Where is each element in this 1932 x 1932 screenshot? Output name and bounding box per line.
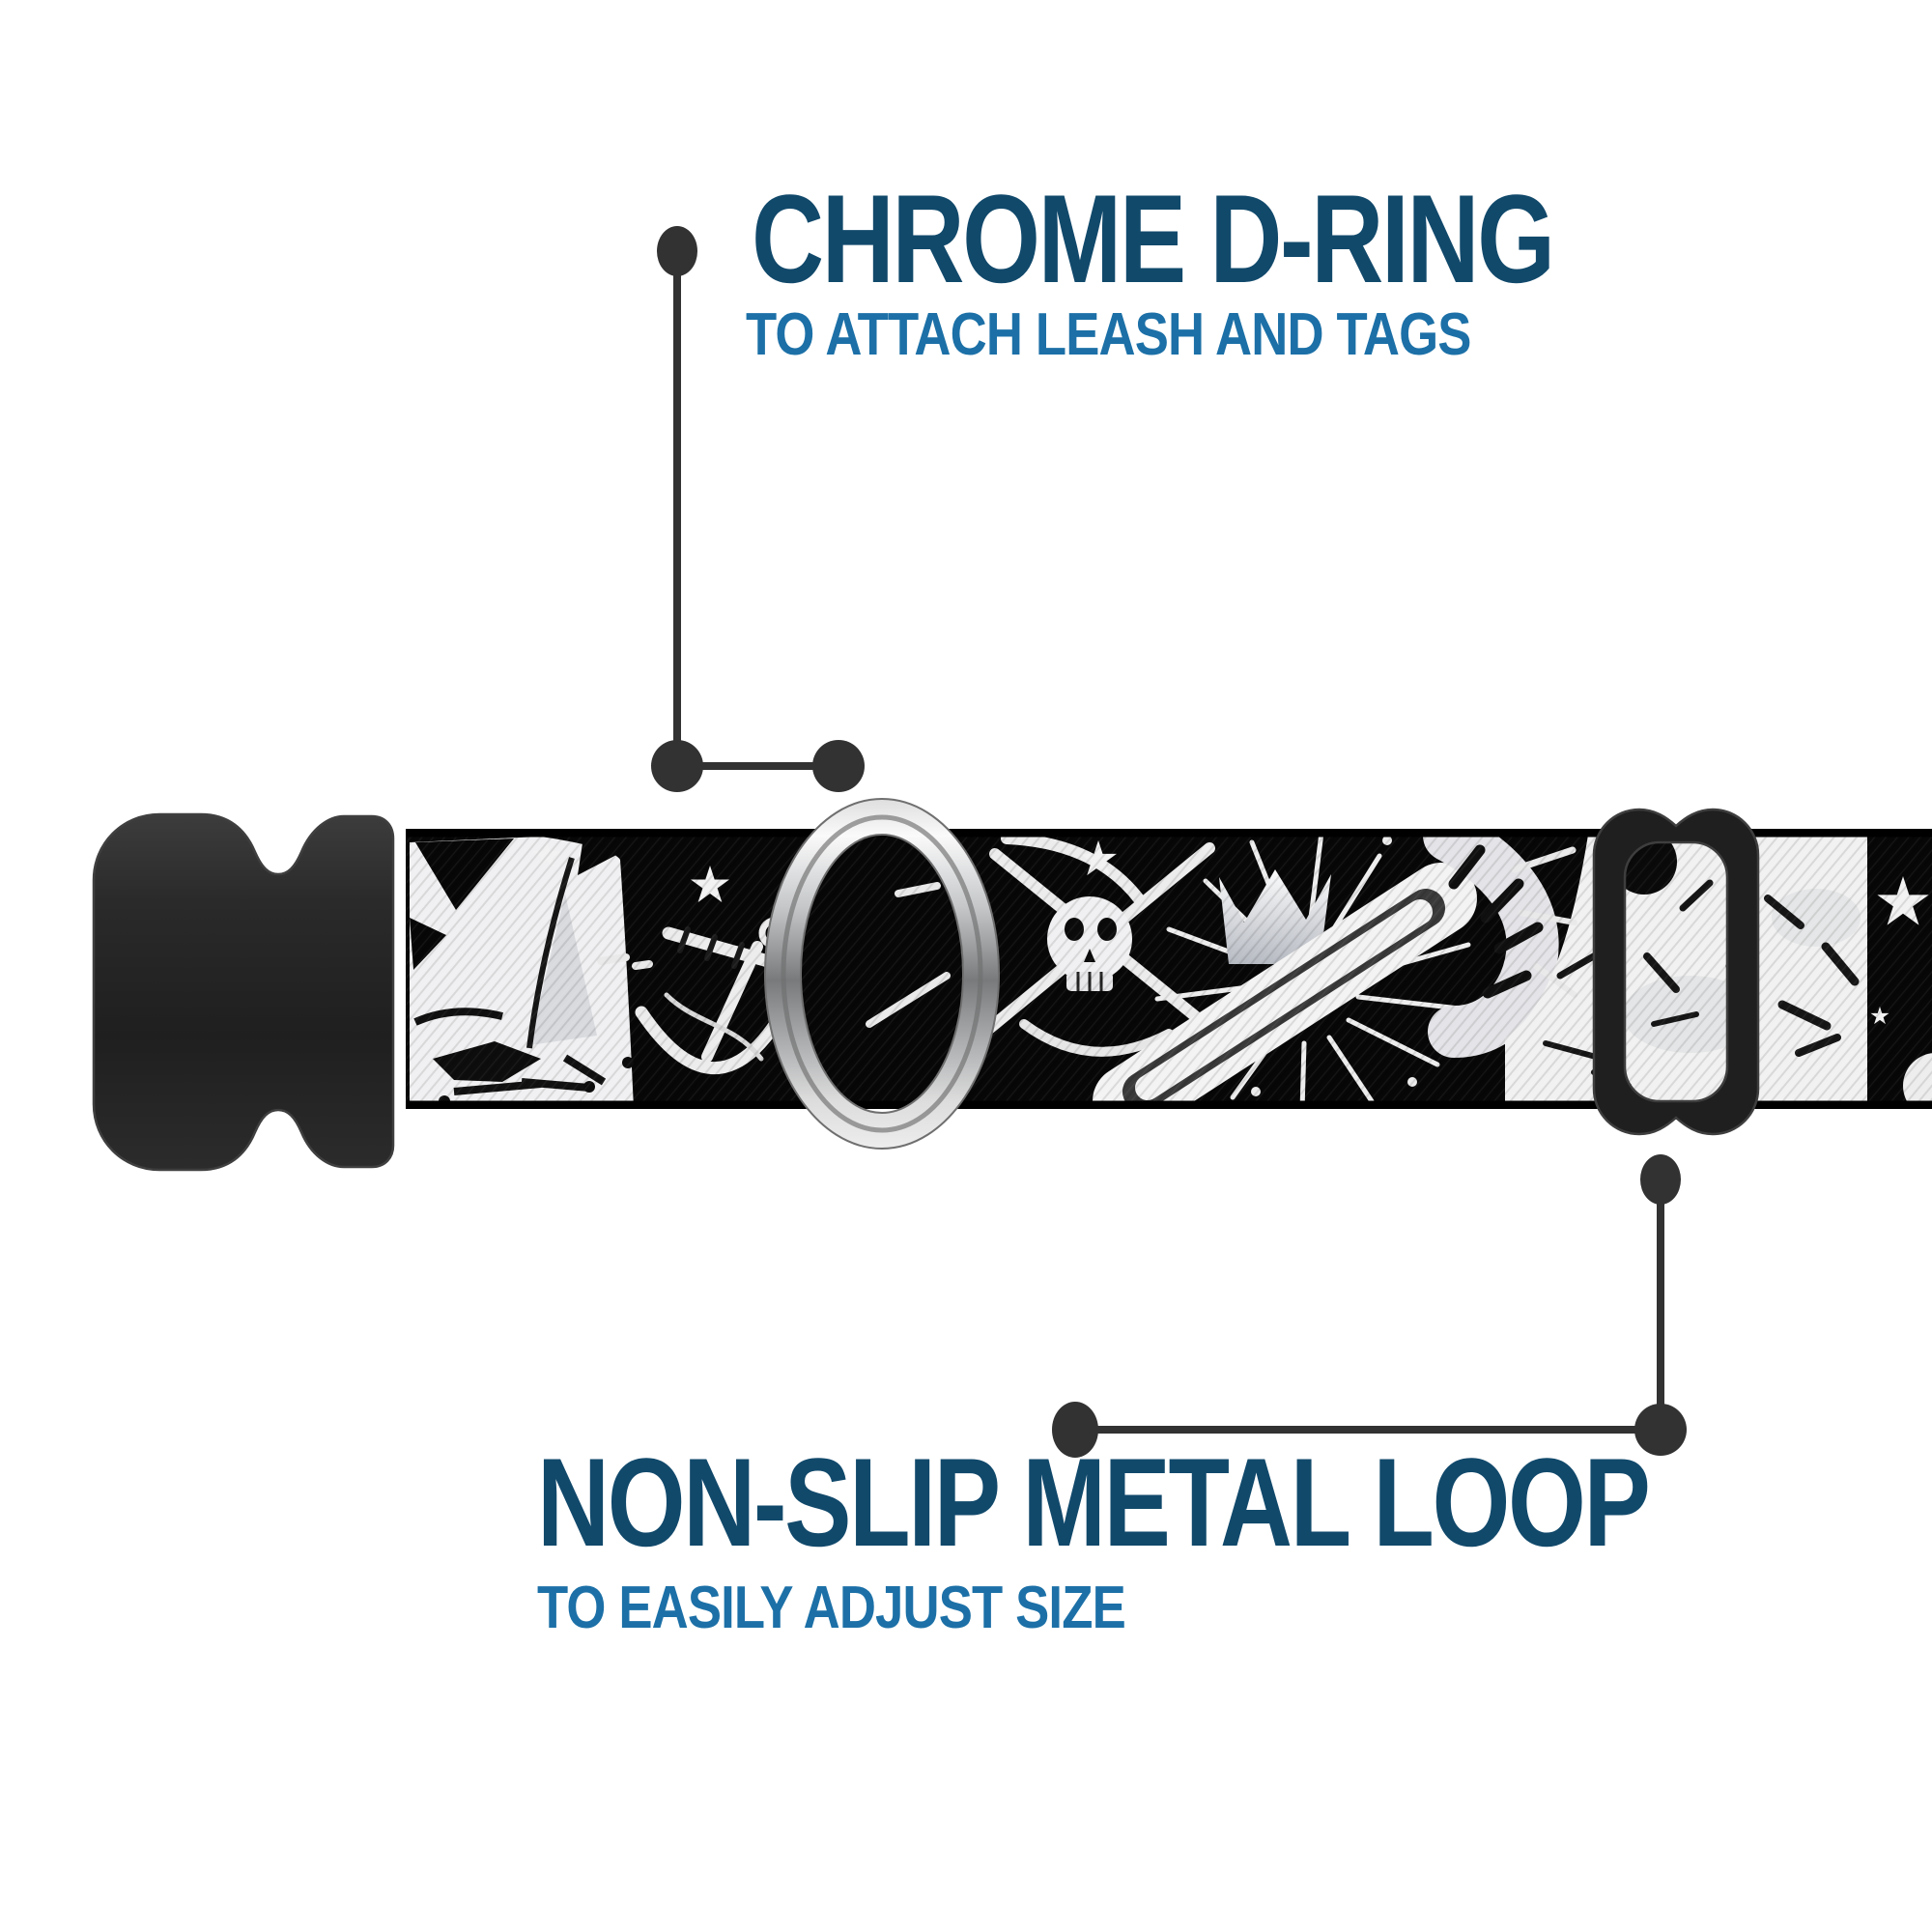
loop-callout-connector bbox=[1052, 1154, 1687, 1458]
strap-webbing bbox=[406, 829, 1932, 1109]
dring-callout-subtitle: TO ATTACH LEASH AND TAGS bbox=[746, 301, 1471, 368]
webbing-texture bbox=[406, 829, 1932, 1109]
chrome-d-ring bbox=[763, 797, 1001, 1151]
loop-callout-subtitle: TO EASILY ADJUST SIZE bbox=[537, 1575, 1126, 1641]
dring-callout-title: CHROME D-RING bbox=[752, 168, 1555, 309]
loop-callout-title: NON-SLIP METAL LOOP bbox=[537, 1432, 1651, 1573]
callout-dot bbox=[1634, 1404, 1687, 1456]
metal-adjustment-loop bbox=[1592, 808, 1760, 1136]
d-ring-ridge bbox=[781, 814, 983, 1133]
callout-dot bbox=[657, 226, 697, 276]
dring-callout-connector bbox=[651, 226, 865, 792]
side-release-buckle bbox=[92, 812, 395, 1172]
callout-dot bbox=[1640, 1154, 1681, 1205]
callout-dot bbox=[1052, 1402, 1098, 1458]
callout-dot bbox=[651, 740, 703, 792]
callout-dot bbox=[812, 740, 865, 792]
